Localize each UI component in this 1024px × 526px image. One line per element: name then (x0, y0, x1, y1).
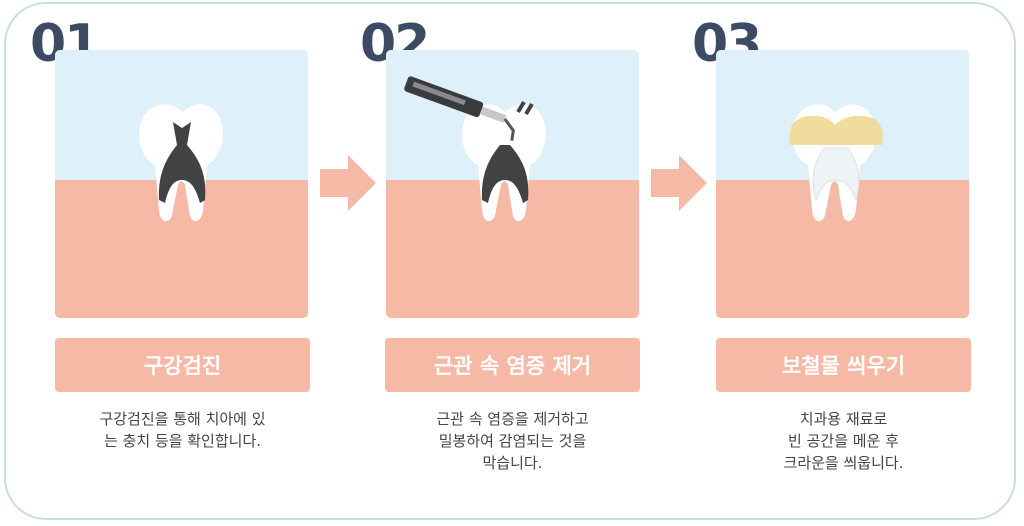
description-line: 근관 속 염증을 제거하고 (436, 410, 589, 428)
description-line: 밀봉하여 감염되는 것을 (438, 432, 587, 450)
step-3-illustration (716, 50, 969, 318)
step-1-illustration (55, 50, 308, 318)
step-2-illustration (386, 50, 639, 318)
arrow-right-icon (651, 155, 707, 211)
description-line: 크라운을 씌웁니다. (783, 454, 904, 472)
description-line: 구강검진을 통해 치아에 있 (99, 410, 266, 428)
step-1-description: 구강검진을 통해 치아에 있 는 충치 등을 확인합니다. (55, 408, 310, 452)
step-2-title: 근관 속 염증 제거 (385, 338, 640, 392)
step-2-description: 근관 속 염증을 제거하고 밀봉하여 감염되는 것을 막습니다. (385, 408, 640, 474)
infographic-frame (4, 2, 1016, 520)
step-3-title: 보철물 씌우기 (716, 338, 971, 392)
crowned-tooth-icon (789, 104, 883, 222)
arrow-right-icon (320, 155, 376, 211)
description-line: 빈 공간을 메운 후 (788, 432, 899, 450)
description-line: 치과용 재료로 (799, 410, 888, 428)
description-line: 는 충치 등을 확인합니다. (103, 432, 262, 450)
dental-tool-tooth-icon (404, 76, 546, 222)
decayed-tooth-icon (139, 104, 223, 222)
step-3-description: 치과용 재료로 빈 공간을 메운 후 크라운을 씌웁니다. (716, 408, 971, 474)
description-line: 막습니다. (482, 454, 543, 472)
step-1-title: 구강검진 (55, 338, 310, 392)
